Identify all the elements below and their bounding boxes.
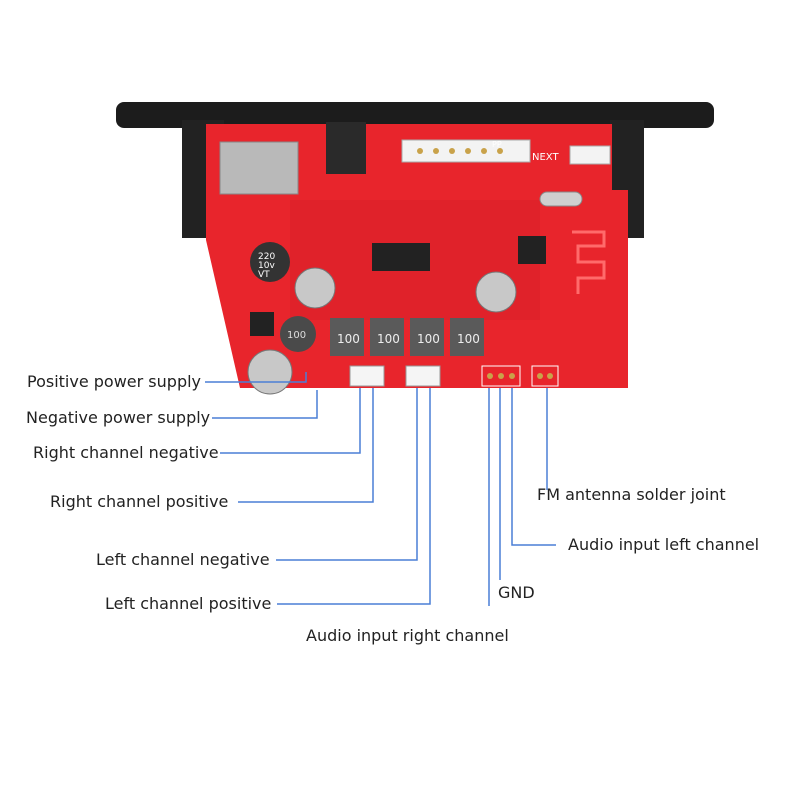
front-bezel [116, 102, 714, 128]
fm-antenna-pads [531, 365, 559, 387]
capacitor-silver-right [475, 271, 517, 313]
leader-audio-left [511, 388, 556, 546]
usb-port [326, 122, 366, 174]
capacitor-220uf [250, 242, 290, 282]
label-negative-power: Negative power supply [26, 408, 211, 427]
label-left-negative: Left channel negative [96, 550, 270, 569]
leader-negative-power [212, 390, 318, 419]
capacitor-power [247, 349, 293, 395]
regulator-chip [250, 312, 274, 336]
bluetooth-antenna-trace [572, 230, 606, 294]
inductor-round [280, 316, 316, 352]
bluetooth-chip [518, 236, 546, 264]
next-marking: NEXT [532, 152, 559, 163]
inductor-3 [410, 318, 444, 356]
label-gnd: GND [498, 583, 535, 602]
leader-left-positive [277, 388, 431, 605]
sd-card-slot [219, 141, 299, 195]
label-positive-power: Positive power supply [27, 372, 202, 391]
label-right-positive: Right channel positive [50, 492, 229, 511]
amplifier-chip [372, 243, 430, 271]
cap-mark-2: 10v [258, 261, 275, 271]
leader-right-positive [238, 388, 374, 503]
header-pins [417, 148, 503, 154]
cap-mark-1: 220 [258, 252, 275, 262]
speaker-connector-left [405, 365, 441, 387]
leader-right-negative [220, 388, 361, 454]
inductor-round-mark: 100 [287, 330, 306, 341]
button-header [569, 145, 611, 165]
label-audio-input-right: Audio input right channel [306, 626, 509, 645]
pad-holes [487, 373, 553, 379]
inductor-2 [370, 318, 404, 356]
inductor-mark-2: 100 [377, 332, 400, 346]
capacitor-silver-left [294, 267, 336, 309]
inductor-1 [330, 318, 364, 356]
inductor-mark-3: 100 [417, 332, 440, 346]
label-right-negative: Right channel negative [33, 443, 219, 462]
crystal [539, 191, 583, 207]
label-fm-antenna: FM antenna solder joint [537, 485, 726, 504]
leader-positive-power [205, 372, 307, 383]
inductor-mark-4: 100 [457, 332, 480, 346]
inductor-4 [450, 318, 484, 356]
leader-left-negative [276, 388, 418, 561]
cap-mark-3: VT [258, 270, 270, 280]
label-audio-input-left: Audio input left channel [568, 535, 760, 554]
inductor-mark-1: 100 [337, 332, 360, 346]
leader-lines [205, 372, 556, 606]
pp-marking: PP [492, 140, 502, 149]
label-left-positive: Left channel positive [105, 594, 272, 613]
speaker-connector-right [349, 365, 385, 387]
